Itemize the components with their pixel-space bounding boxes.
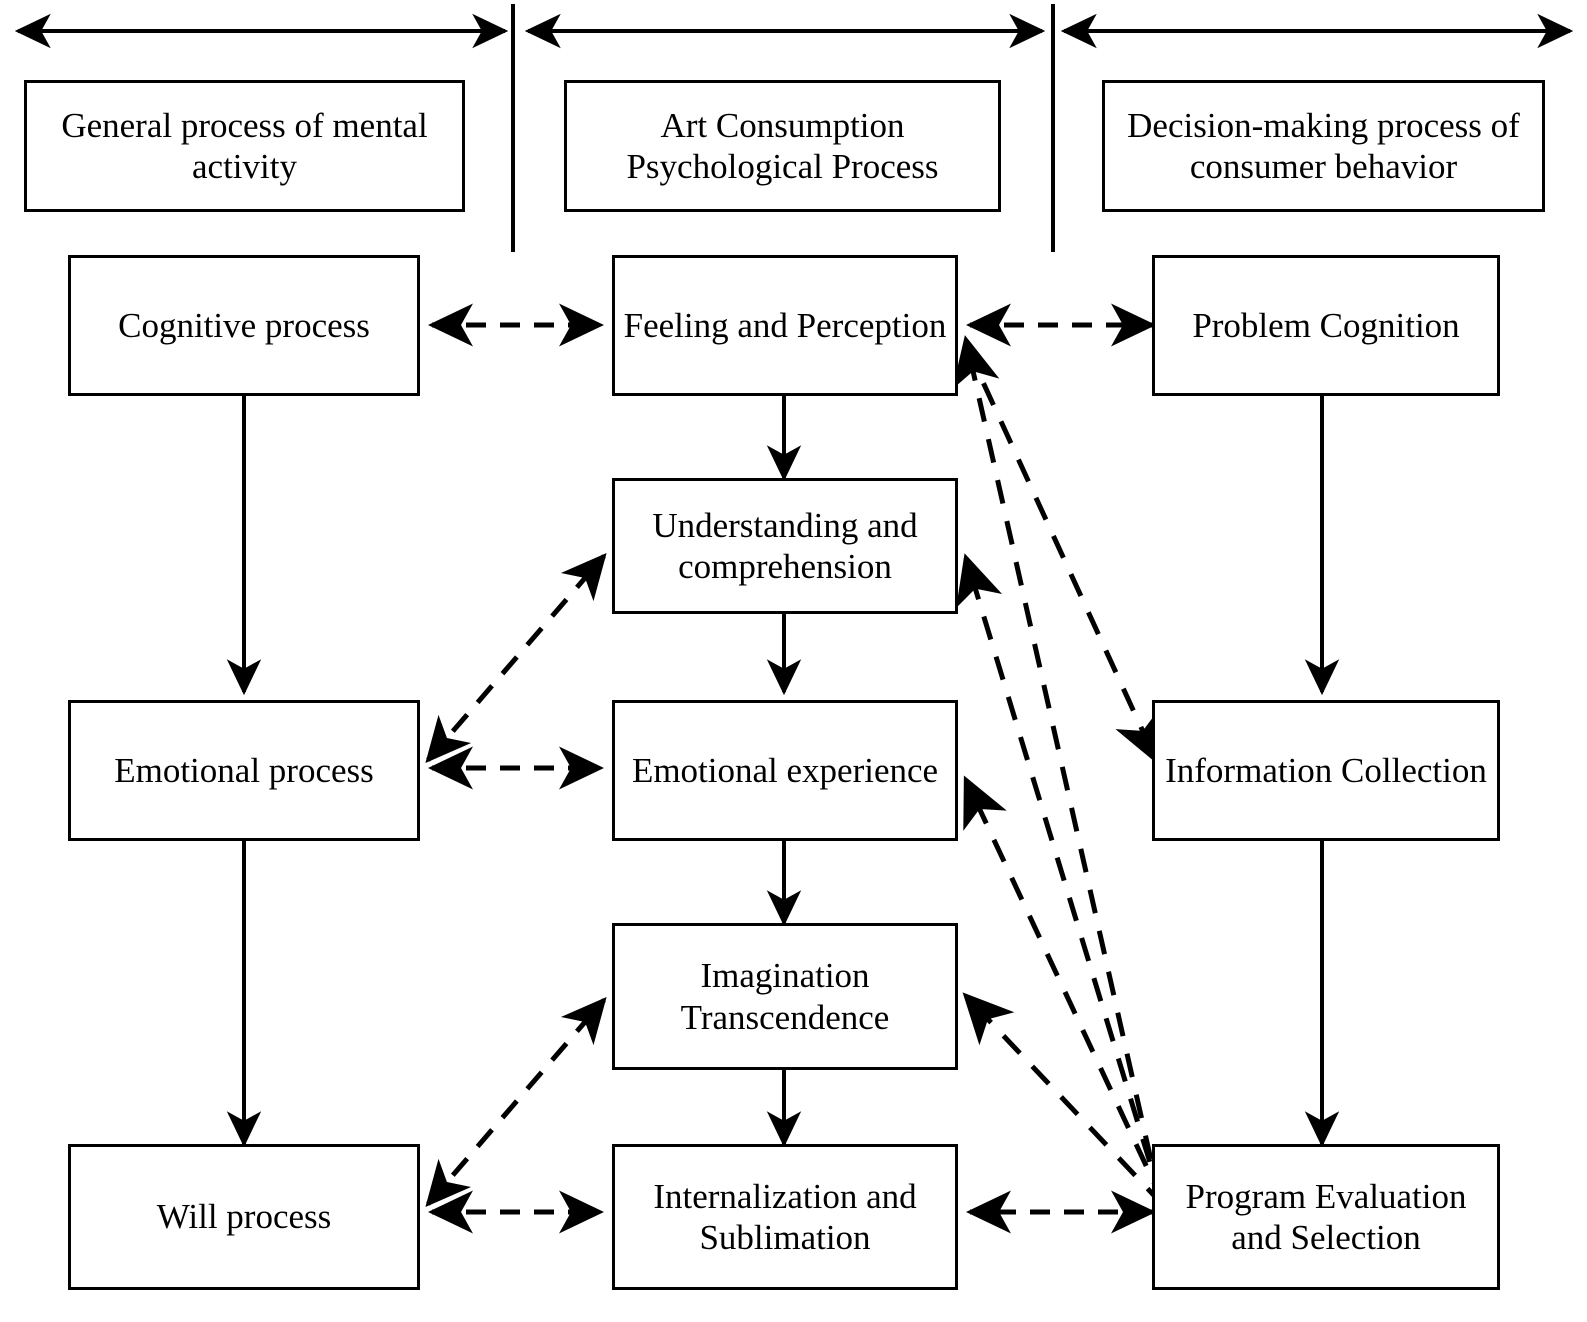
- node-emotional-process[interactable]: Emotional process: [68, 700, 420, 841]
- node-emotional-process-label: Emotional process: [114, 750, 374, 790]
- column-header-art: Art Consumption Psychological Process: [564, 80, 1001, 212]
- node-problem-cognition-label: Problem Cognition: [1192, 305, 1460, 345]
- column-header-general: General process of mental activity: [24, 80, 465, 212]
- node-information-collection[interactable]: Information Collection: [1152, 700, 1500, 841]
- node-feeling-and-perception[interactable]: Feeling and Perception: [612, 255, 958, 396]
- node-internalization-and-sublimation[interactable]: Internalization and Sublimation: [612, 1144, 958, 1290]
- edge-program-to-imagination: [962, 992, 1166, 1208]
- edge-program-to-understanding: [956, 553, 1165, 1203]
- column-header-consumer: Decision-making process of consumer beha…: [1102, 80, 1545, 212]
- column-header-general-label: General process of mental activity: [61, 105, 428, 186]
- node-emotional-experience[interactable]: Emotional experience: [612, 700, 958, 841]
- node-emotional-experience-label: Emotional experience: [631, 750, 939, 790]
- node-understanding-and-comprehension-label: Understanding and comprehension: [652, 505, 918, 586]
- column-header-consumer-label: Decision-making process of consumer beha…: [1127, 105, 1520, 186]
- node-internalization-and-sublimation-label: Internalization and Sublimation: [653, 1176, 917, 1257]
- node-cognitive-process[interactable]: Cognitive process: [68, 255, 420, 396]
- node-program-evaluation-and-selection[interactable]: Program Evaluation and Selection: [1152, 1144, 1500, 1290]
- column-header-art-label: Art Consumption Psychological Process: [626, 105, 939, 186]
- node-will-process[interactable]: Will process: [68, 1144, 420, 1290]
- node-information-collection-label: Information Collection: [1165, 750, 1487, 790]
- node-problem-cognition[interactable]: Problem Cognition: [1152, 255, 1500, 396]
- edge-program-to-feeling: [952, 335, 1163, 1201]
- edge-emotional-process-understanding: [425, 552, 607, 764]
- edge-will-imagination: [425, 996, 607, 1208]
- node-feeling-and-perception-label: Feeling and Perception: [623, 305, 947, 345]
- node-program-evaluation-and-selection-label: Program Evaluation and Selection: [1185, 1176, 1467, 1257]
- node-imagination-transcendence-label: Imagination Transcendence: [680, 956, 890, 1037]
- node-cognitive-process-label: Cognitive process: [118, 305, 370, 345]
- edge-feeling-to-information-collection: [963, 343, 1160, 765]
- node-imagination-transcendence[interactable]: Imagination Transcendence: [612, 923, 958, 1070]
- node-understanding-and-comprehension[interactable]: Understanding and comprehension: [612, 478, 958, 614]
- node-will-process-label: Will process: [156, 1197, 332, 1237]
- edge-program-to-emotional-experience: [963, 775, 1167, 1206]
